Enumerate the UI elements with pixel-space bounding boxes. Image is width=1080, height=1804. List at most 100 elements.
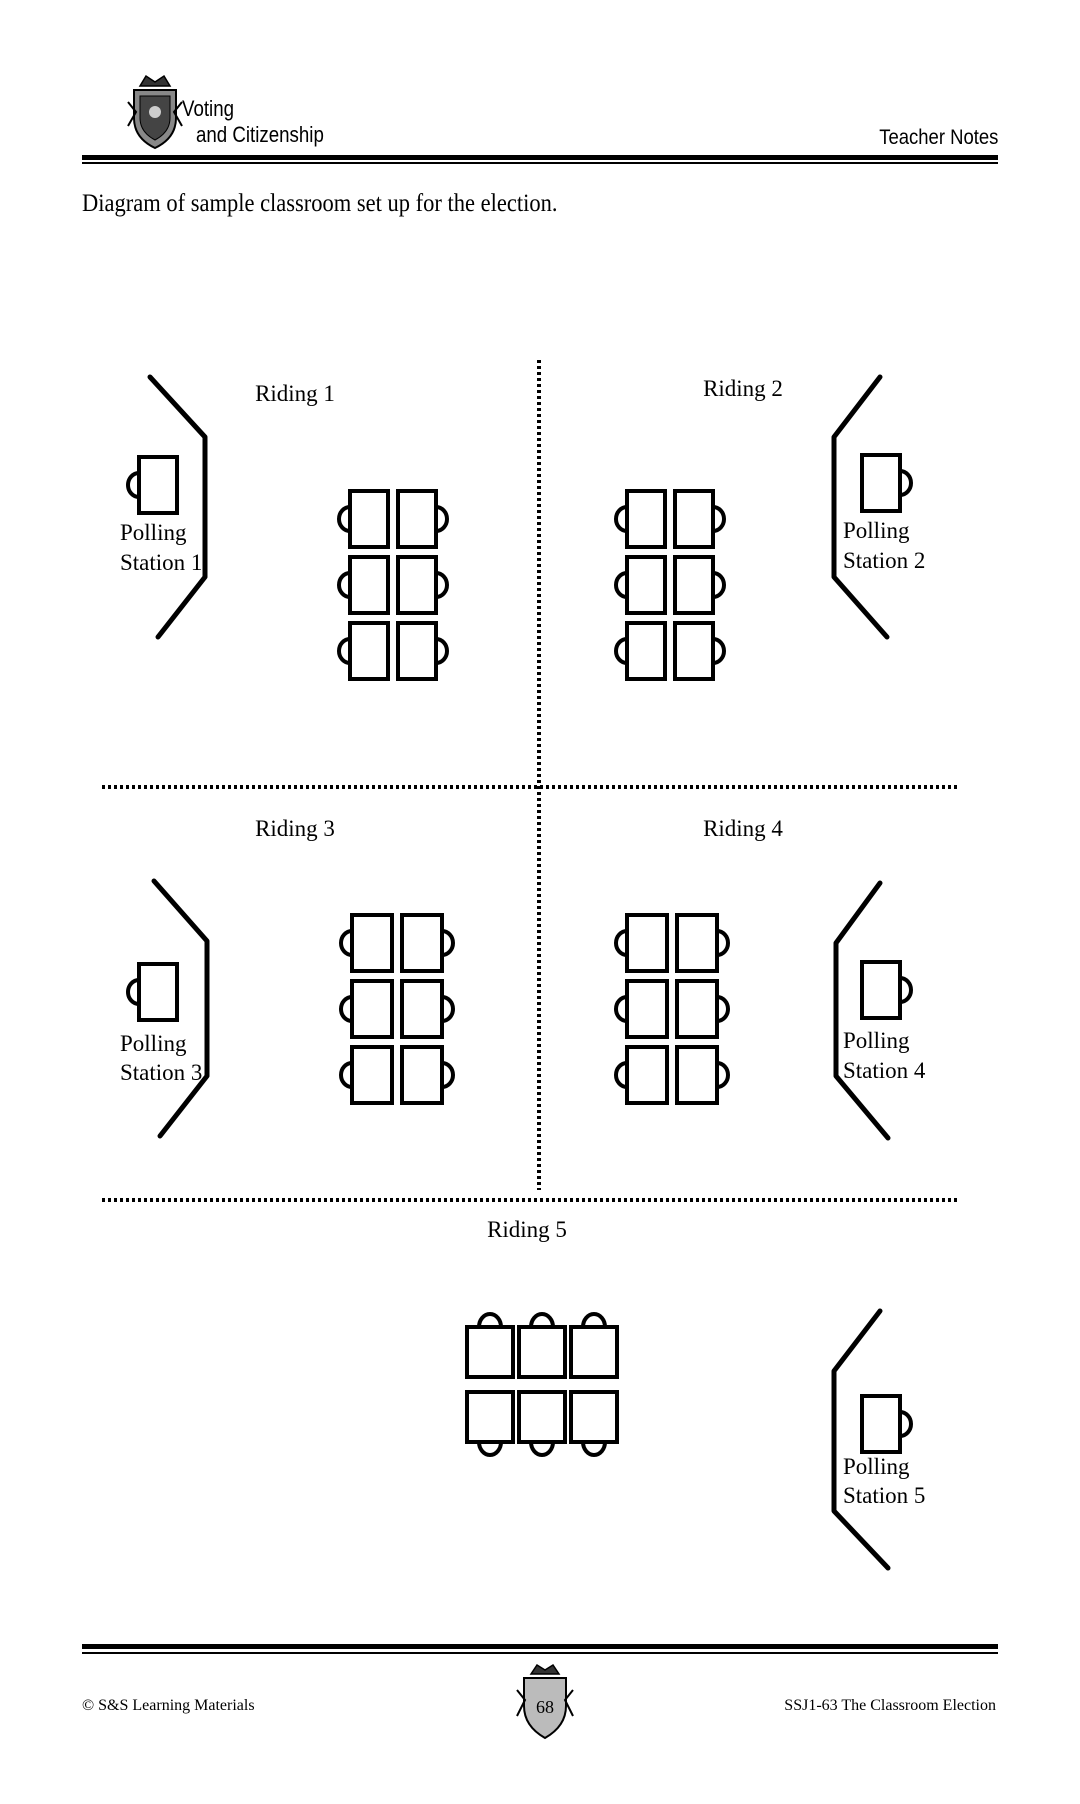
desk xyxy=(396,621,449,681)
station-5-line2: Station 5 xyxy=(843,1483,925,1508)
booth-wall-2 xyxy=(831,374,890,640)
chair-icon xyxy=(614,571,628,599)
desk xyxy=(339,979,394,1039)
chair-icon xyxy=(339,929,353,957)
chair-icon xyxy=(339,1061,353,1089)
chair-icon xyxy=(435,571,449,599)
page-number: 68 xyxy=(536,1697,554,1717)
desk xyxy=(614,913,669,973)
room-dividers xyxy=(102,360,960,1202)
chair-icon xyxy=(899,1410,913,1438)
desk xyxy=(337,621,390,681)
desk-groups xyxy=(126,453,913,1457)
desk xyxy=(569,1390,619,1457)
chair-icon xyxy=(337,505,351,533)
chair-icon xyxy=(339,995,353,1023)
desk xyxy=(673,489,726,549)
desk xyxy=(396,489,449,549)
header-title-line1: Voting xyxy=(182,96,234,121)
footer-rule xyxy=(82,1644,998,1649)
header-rule xyxy=(82,155,998,160)
desk xyxy=(400,1045,455,1105)
chair-icon xyxy=(581,1441,607,1457)
desk xyxy=(614,979,669,1039)
chair-icon xyxy=(126,471,140,499)
desk xyxy=(614,555,667,615)
booth-wall-1 xyxy=(147,374,208,640)
riding-4-label: Riding 4 xyxy=(703,816,783,841)
desk xyxy=(339,913,394,973)
polling-booth-desk xyxy=(860,960,913,1020)
desk xyxy=(517,1312,567,1379)
chair-icon xyxy=(614,637,628,665)
desk xyxy=(569,1312,619,1379)
chair-icon xyxy=(477,1441,503,1457)
desk xyxy=(337,555,390,615)
chair-icon xyxy=(441,929,455,957)
riding-2-label: Riding 2 xyxy=(703,376,783,401)
chair-icon xyxy=(529,1441,555,1457)
header-rule-thin xyxy=(82,162,998,164)
chair-icon xyxy=(614,929,628,957)
desk xyxy=(400,979,455,1039)
desk xyxy=(673,555,726,615)
booth-wall-5 xyxy=(831,1308,891,1571)
desk xyxy=(614,1045,669,1105)
station-4-line1: Polling xyxy=(843,1028,910,1053)
header-title-line2: and Citizenship xyxy=(196,122,324,147)
desk xyxy=(675,979,730,1039)
chair-icon xyxy=(581,1312,607,1328)
chair-icon xyxy=(716,929,730,957)
desk xyxy=(339,1045,394,1105)
chair-icon xyxy=(477,1312,503,1328)
riding-3-label: Riding 3 xyxy=(255,816,335,841)
station-3-line1: Polling xyxy=(120,1031,187,1056)
polling-booth-desk xyxy=(860,453,913,513)
chair-icon xyxy=(441,1061,455,1089)
chair-icon xyxy=(337,637,351,665)
header-section-label: Teacher Notes xyxy=(878,126,998,149)
polling-booth-desk xyxy=(126,455,179,515)
chair-icon xyxy=(435,637,449,665)
chair-icon xyxy=(712,571,726,599)
chair-icon xyxy=(337,571,351,599)
chair-icon xyxy=(716,995,730,1023)
station-5-line1: Polling xyxy=(843,1454,910,1479)
crest-icon xyxy=(516,1663,574,1740)
desk xyxy=(465,1390,515,1457)
station-1-line2: Station 1 xyxy=(120,550,202,575)
chair-icon xyxy=(899,469,913,497)
chair-icon xyxy=(614,1061,628,1089)
chair-icon xyxy=(712,505,726,533)
polling-booth-desk xyxy=(126,962,179,1022)
riding-1-label: Riding 1 xyxy=(255,381,335,406)
footer-rule-thin xyxy=(82,1652,998,1654)
desk xyxy=(673,621,726,681)
intro-text: Diagram of sample classroom set up for t… xyxy=(82,190,558,217)
booth-wall-3 xyxy=(151,878,210,1139)
desk xyxy=(675,1045,730,1105)
station-3-line2: Station 3 xyxy=(120,1060,202,1085)
chair-icon xyxy=(614,505,628,533)
desk xyxy=(675,913,730,973)
chair-icon xyxy=(435,505,449,533)
chair-icon xyxy=(712,637,726,665)
chair-icon xyxy=(126,978,140,1006)
booth-wall-4 xyxy=(833,880,891,1141)
desk xyxy=(614,489,667,549)
desk xyxy=(400,913,455,973)
footer-copyright: © S&S Learning Materials xyxy=(82,1697,255,1714)
desk xyxy=(396,555,449,615)
station-1-line1: Polling xyxy=(120,520,187,545)
chair-icon xyxy=(899,976,913,1004)
polling-booth-desk xyxy=(860,1394,913,1454)
chair-icon xyxy=(441,995,455,1023)
station-2-line1: Polling xyxy=(843,518,910,543)
footer-course-code: SSJ1-63 The Classroom Election xyxy=(784,1697,996,1714)
crest-icon xyxy=(127,74,183,150)
chair-icon xyxy=(529,1312,555,1328)
desk xyxy=(517,1390,567,1457)
riding-5-label: Riding 5 xyxy=(487,1217,567,1242)
desk xyxy=(465,1312,515,1379)
